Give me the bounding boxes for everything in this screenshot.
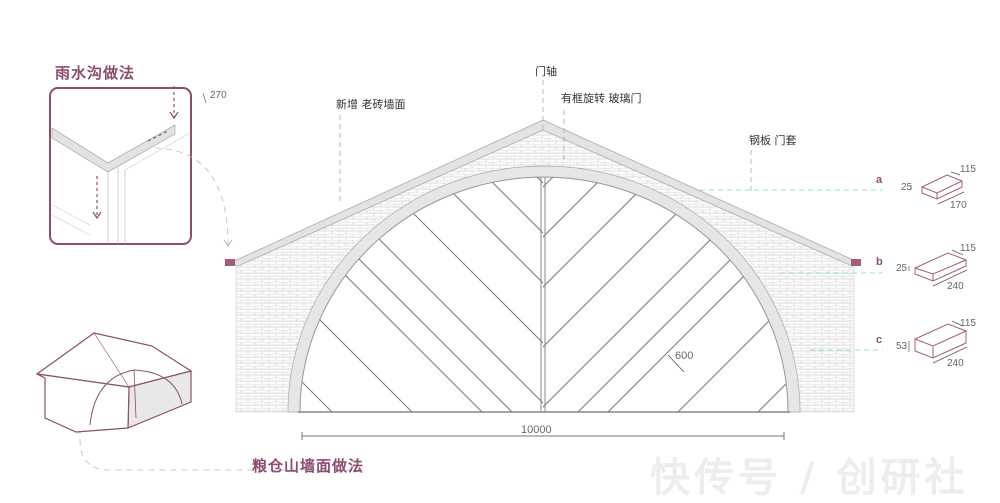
brick-a-height: 25 bbox=[901, 182, 913, 193]
brick-c-height: 53 bbox=[896, 341, 908, 352]
watermark: 快传号 / 创研社 bbox=[650, 455, 969, 501]
brick-leaders bbox=[700, 189, 883, 351]
leader-lines bbox=[339, 80, 752, 205]
granary-isometric bbox=[35, 332, 193, 433]
brick-b-width: 115 bbox=[960, 243, 976, 254]
connector-leaders bbox=[79, 147, 360, 471]
board-spacing-value: 600 bbox=[675, 350, 694, 362]
eave-cap-left bbox=[225, 259, 235, 266]
gutter-detail-frame bbox=[49, 86, 207, 245]
brick-b-length: 240 bbox=[947, 281, 964, 292]
brick-dim-lines bbox=[908, 171, 968, 364]
brick-c-length: 240 bbox=[947, 358, 964, 369]
door-axis-label: 门轴 bbox=[535, 65, 557, 78]
new-wall-label: 新增 老砖墙面 bbox=[336, 98, 406, 111]
overall-width-dimension bbox=[301, 432, 785, 440]
brick-key-c: c bbox=[876, 334, 883, 346]
glass-door-label: 有框旋转 玻璃门 bbox=[561, 92, 642, 105]
eave-cap-right bbox=[851, 259, 861, 266]
brick-b-height: 25 bbox=[896, 263, 908, 274]
brick-key-a: a bbox=[876, 174, 883, 186]
total-width-value: 10000 bbox=[521, 424, 552, 436]
brick-key-b: b bbox=[876, 256, 883, 268]
steel-frame-label: 钢板 门套 bbox=[749, 134, 797, 147]
gutter-detail-title: 雨水沟做法 bbox=[55, 64, 136, 82]
gable-elevation bbox=[225, 119, 862, 413]
board-spacing-dimension bbox=[667, 354, 685, 373]
brick-a-length: 170 bbox=[950, 200, 967, 211]
brick-a-width: 115 bbox=[960, 164, 976, 175]
brick-samples bbox=[914, 174, 967, 359]
brick-c-width: 115 bbox=[960, 318, 976, 329]
gutter-depth-dimension: 270 bbox=[210, 90, 227, 101]
granary-gable-title: 粮仓山墙面做法 bbox=[252, 457, 365, 475]
